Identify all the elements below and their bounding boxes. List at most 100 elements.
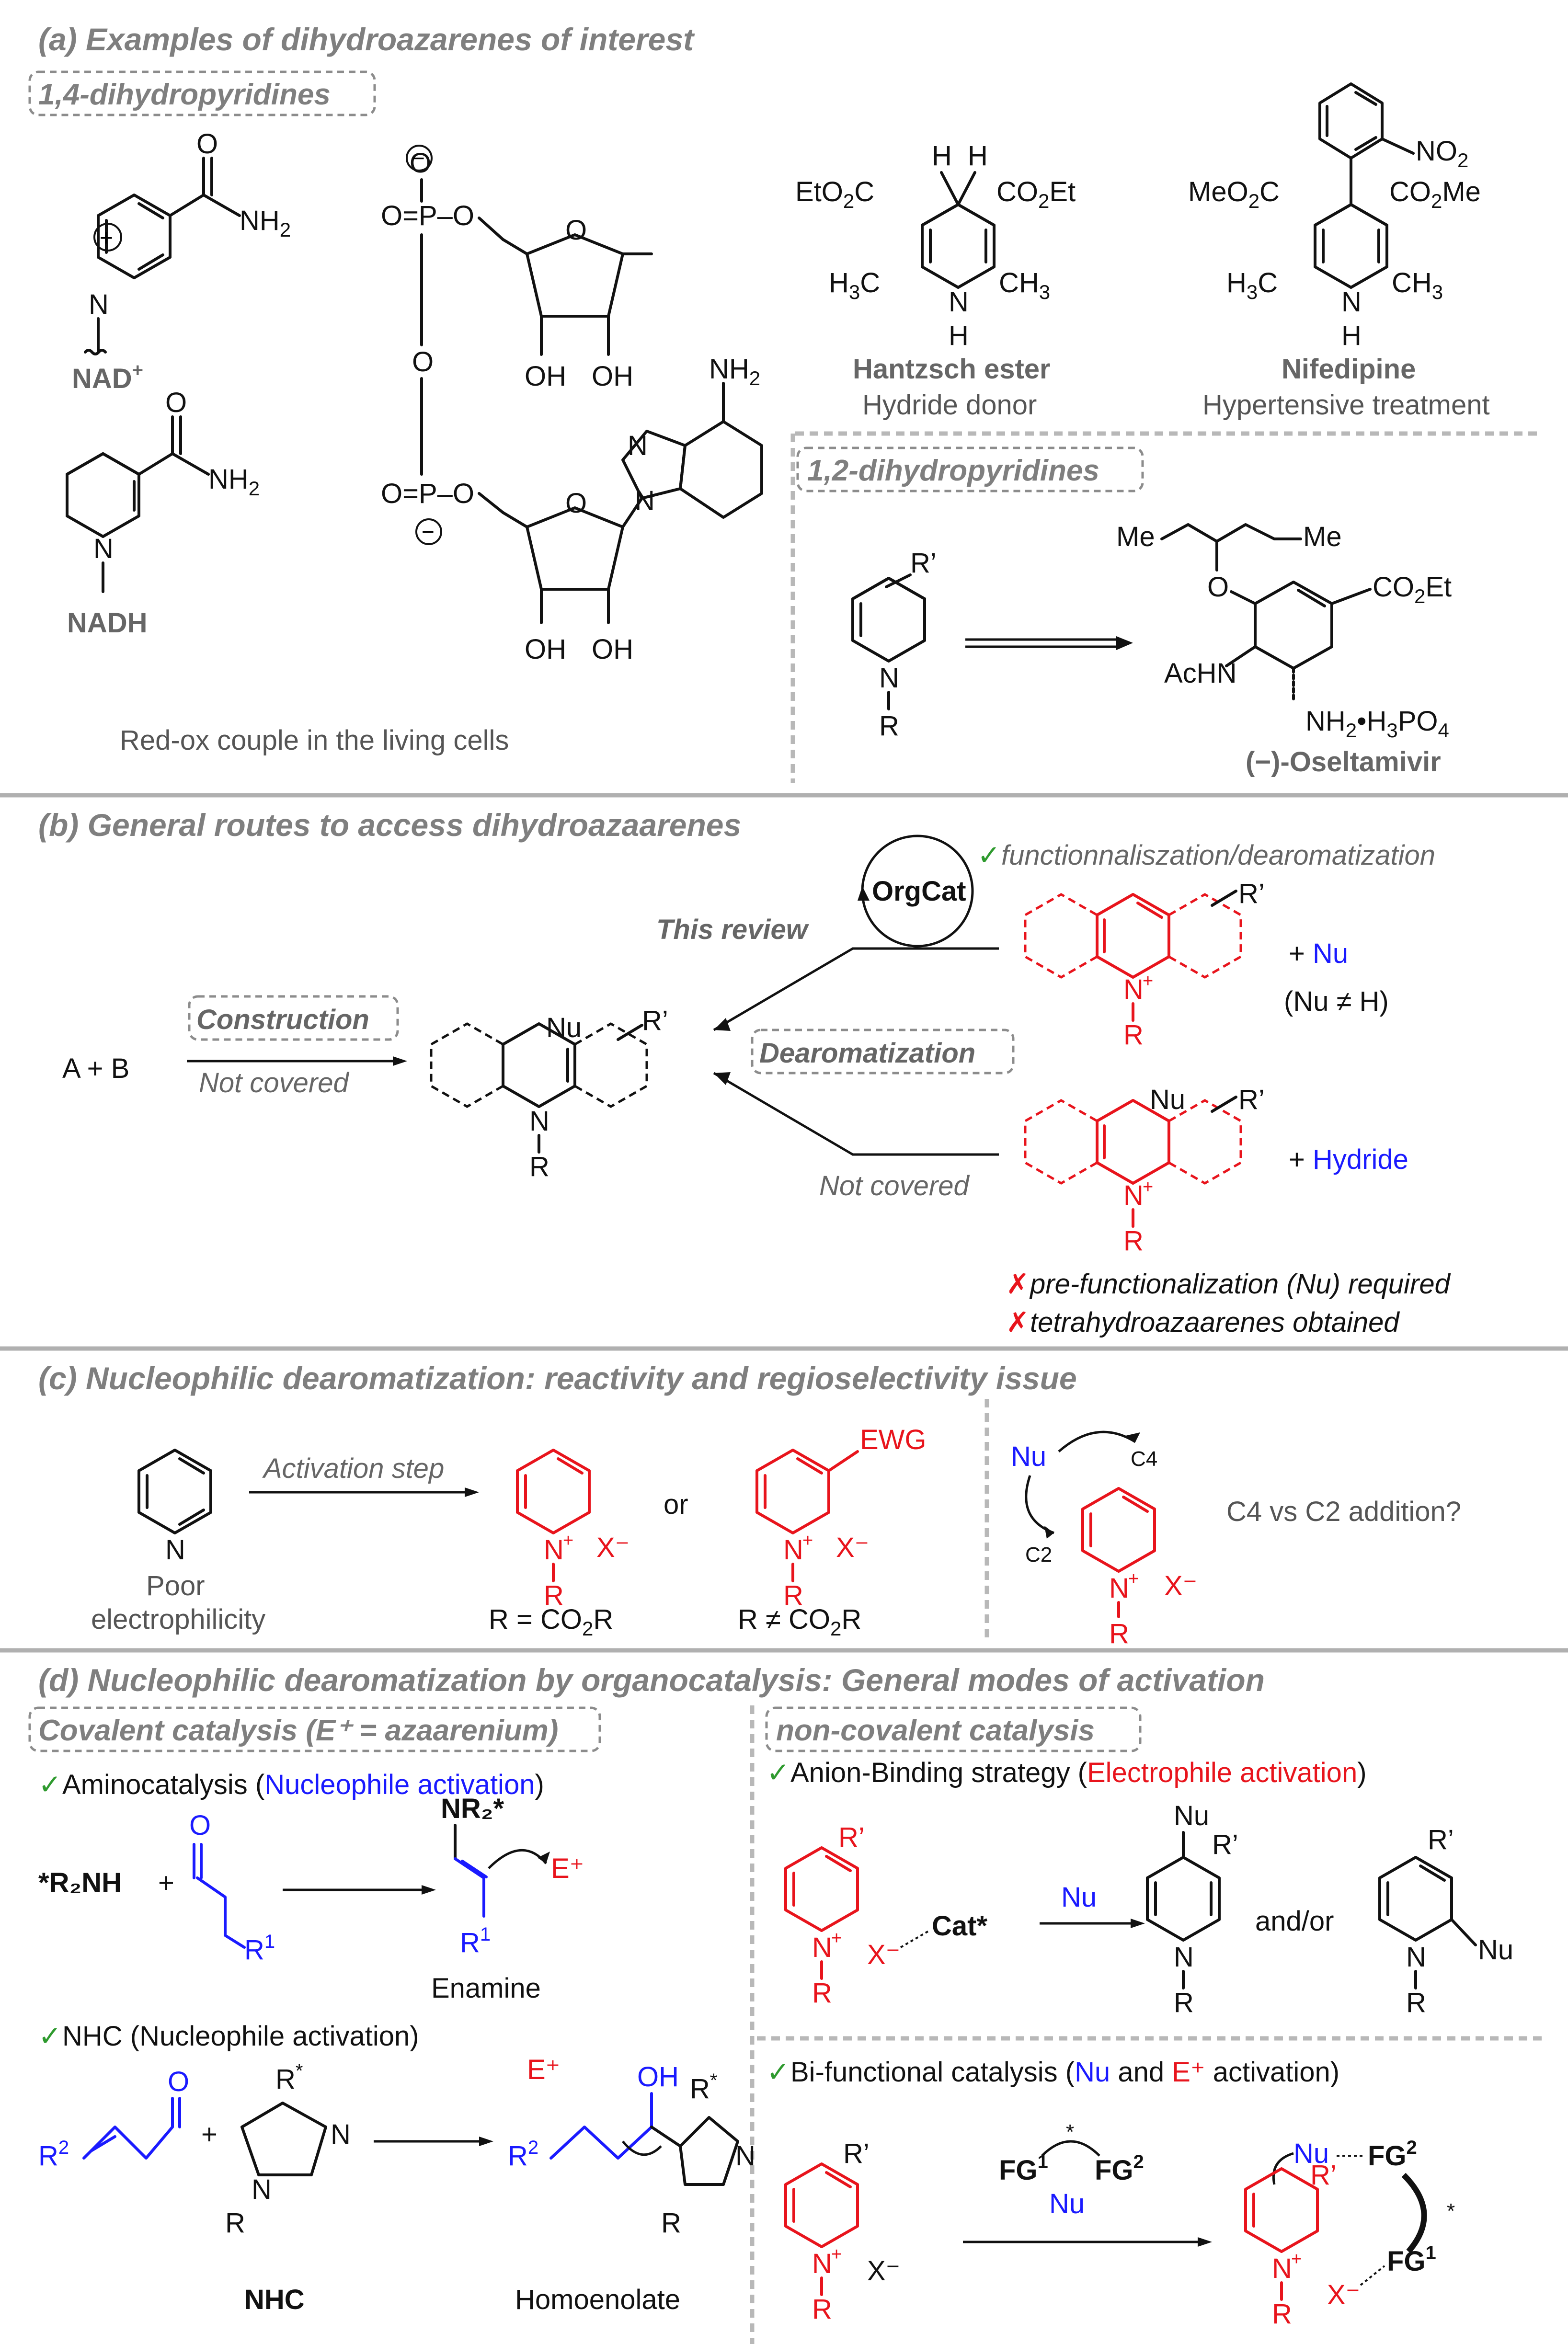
bottom-rprime: R’ (1238, 1084, 1265, 1115)
nhc-structure: R* N N R NHC (225, 2060, 351, 2315)
aldehyde: O R1 (189, 1810, 275, 1966)
product-n: N (529, 1106, 549, 1137)
ribose-2-oxygen: O (565, 488, 587, 519)
oseltamivir-co2et: CO2Et (1373, 572, 1452, 607)
construction-not-covered: Not covered (199, 1067, 349, 1098)
nhc-r: R (225, 2207, 245, 2239)
r-ne-co2r: R ≠ CO2R (738, 1604, 861, 1640)
homo-r2: R2 (508, 2137, 538, 2172)
anion-line: Anion-Binding strategy (Electrophile act… (790, 1757, 1367, 1788)
oseltamivir-me2: Me (1303, 521, 1342, 552)
label-c2: C2 (1025, 1543, 1052, 1566)
section-b: (b) General routes to access dihydroazaa… (38, 807, 1451, 1338)
group-label-12-dihydropyridines: 1,2-dihydropyridines (807, 454, 1099, 487)
c-n: N (1109, 1573, 1129, 1604)
section-a-header: (a) Examples of dihydroazarenes of inter… (38, 22, 695, 57)
fg1: FG1 (999, 2151, 1048, 2186)
regioselectivity-scheme: Nu C4 C2 N + R X⁻ (1011, 1430, 1197, 1649)
complex-rprime: R’ (1310, 2160, 1337, 2191)
plus-nu-top: + Nu (1289, 938, 1348, 969)
adenine-n9: N (635, 485, 655, 516)
bifunc-r: R (812, 2294, 832, 2325)
anion-product-12: R’ Nu N R (1378, 1824, 1513, 2018)
group-label-14-dihydropyridines: 1,4-dihydropyridines (38, 78, 331, 111)
top-rprime: R’ (1238, 878, 1265, 909)
cross-1: ✗ (1006, 1269, 1030, 1300)
nad-structure: O NH2 + N NAD+ (72, 128, 291, 394)
noncovalent-label: non-covalent catalysis (776, 1714, 1095, 1747)
amino-plus: + (158, 1867, 174, 1898)
homo-oh: OH (637, 2061, 679, 2092)
nifedipine-ch3: CH3 (1392, 267, 1443, 303)
nadh-nh2: NH2 (208, 464, 260, 500)
c-x: X⁻ (1164, 1570, 1197, 1601)
p14-nu: Nu (1174, 1800, 1209, 1831)
hantzsch-etoc: EtO2C (795, 176, 874, 212)
group-box-12 (796, 446, 1144, 492)
adenine-nh2: NH2 (709, 354, 760, 389)
pyr1-n: N (544, 1534, 564, 1566)
hantzsch-h3c: H3C (829, 267, 880, 303)
hantzsch-nh: H (949, 320, 969, 351)
bifunc-rprime: R’ (843, 2138, 870, 2169)
redox-caption: Red-ox couple in the living cells (120, 725, 509, 756)
covalent-box (28, 1706, 601, 1752)
dinucleotide-backbone: O=P–O O − O O=P–O − O OH OH (381, 145, 763, 665)
and-or: and/or (1255, 1906, 1334, 1937)
svg-text:+: + (1143, 971, 1153, 991)
amino-check: ✓ (38, 1769, 62, 1800)
dearom-not-covered: Not covered (819, 1170, 970, 1201)
enamine: NR₂* R1 E⁺ Enamine (431, 1793, 584, 2004)
dhp-12-rprime: R’ (910, 548, 937, 579)
homoenolate: E⁺ R2 OH R* N R Homoenolate (508, 2054, 755, 2315)
section-c-header: (c) Nucleophilic dearomatization: reacti… (38, 1361, 1077, 1396)
cross-2: ✗ (1006, 1307, 1030, 1338)
anion-n: N (812, 1932, 832, 1963)
r-eq-co2r: R = CO2R (489, 1604, 613, 1640)
group-box-14 (28, 70, 376, 116)
pyr2-r: R (783, 1580, 803, 1611)
bottom-r: R (1123, 1225, 1144, 1257)
dhp-12-structure: R’ N R (851, 548, 937, 742)
c-nu: Nu (1011, 1441, 1046, 1472)
hantzsch-desc: Hydride donor (862, 389, 1037, 421)
anion-pyridinium: R’ N + R X⁻ Cat* (784, 1822, 987, 2009)
activation-label: Activation step (262, 1453, 444, 1484)
complex-fg1: FG1 (1387, 2242, 1436, 2277)
nifedipine-n: N (1341, 286, 1362, 318)
pyridine: N (137, 1449, 212, 1566)
this-review-label: This review (656, 914, 810, 945)
aldehyde-o: O (189, 1810, 211, 1841)
construction-label: Construction (196, 1004, 369, 1035)
bridge-oxygen: O (412, 346, 434, 377)
oseltamivir-structure: Me Me O CO2Et AcHN NH2•H3PO4 (−)-Oseltam… (1116, 521, 1452, 778)
complex-star: * (1447, 2199, 1455, 2223)
nhc-n2: N (252, 2174, 272, 2205)
activated-pyridinium-2: EWG N + R X⁻ R ≠ CO2R (738, 1424, 927, 1640)
oseltamivir-achn: AcHN (1164, 658, 1236, 689)
enamine-nr2: NR₂* (441, 1793, 504, 1824)
hantzsch-h2: H (968, 140, 988, 172)
complex-r: R (1272, 2298, 1292, 2330)
svg-text:+: + (831, 2244, 842, 2264)
orgcat-label: OrgCat (872, 876, 966, 907)
hantzsch-n: N (949, 286, 969, 318)
oseltamivir-name: (−)-Oseltamivir (1246, 746, 1441, 778)
nad-oxygen: O (196, 128, 218, 160)
ribose-1-oh-a: OH (525, 361, 566, 392)
top-r: R (1123, 1019, 1144, 1051)
hantzsch-ester: H H EtO2C CO2Et H3C CH3 N H Hantzsch est… (795, 140, 1076, 421)
activated-pyridinium-1: N + R X⁻ R = CO2R (489, 1449, 629, 1640)
phosphate-2: O=P–O (381, 478, 474, 509)
ribose-2-oh-b: OH (592, 634, 633, 665)
nad-plus-charge: + (100, 226, 113, 251)
nadh-structure: O NH2 N NADH (66, 387, 260, 639)
p14-rprime: R’ (1212, 1829, 1238, 1860)
anion-r: R (812, 1978, 832, 2009)
complex-fg2: FG2 (1368, 2137, 1417, 2172)
p12-r: R (1406, 1987, 1426, 2018)
bifunc-pyridinium: R’ N + R X⁻ (784, 2138, 900, 2325)
nifedipine-name: Nifedipine (1282, 354, 1416, 385)
ribose-2-oh-a: OH (525, 634, 566, 665)
azaarenium-bottom: Nu R’ N + R (1024, 1084, 1265, 1257)
